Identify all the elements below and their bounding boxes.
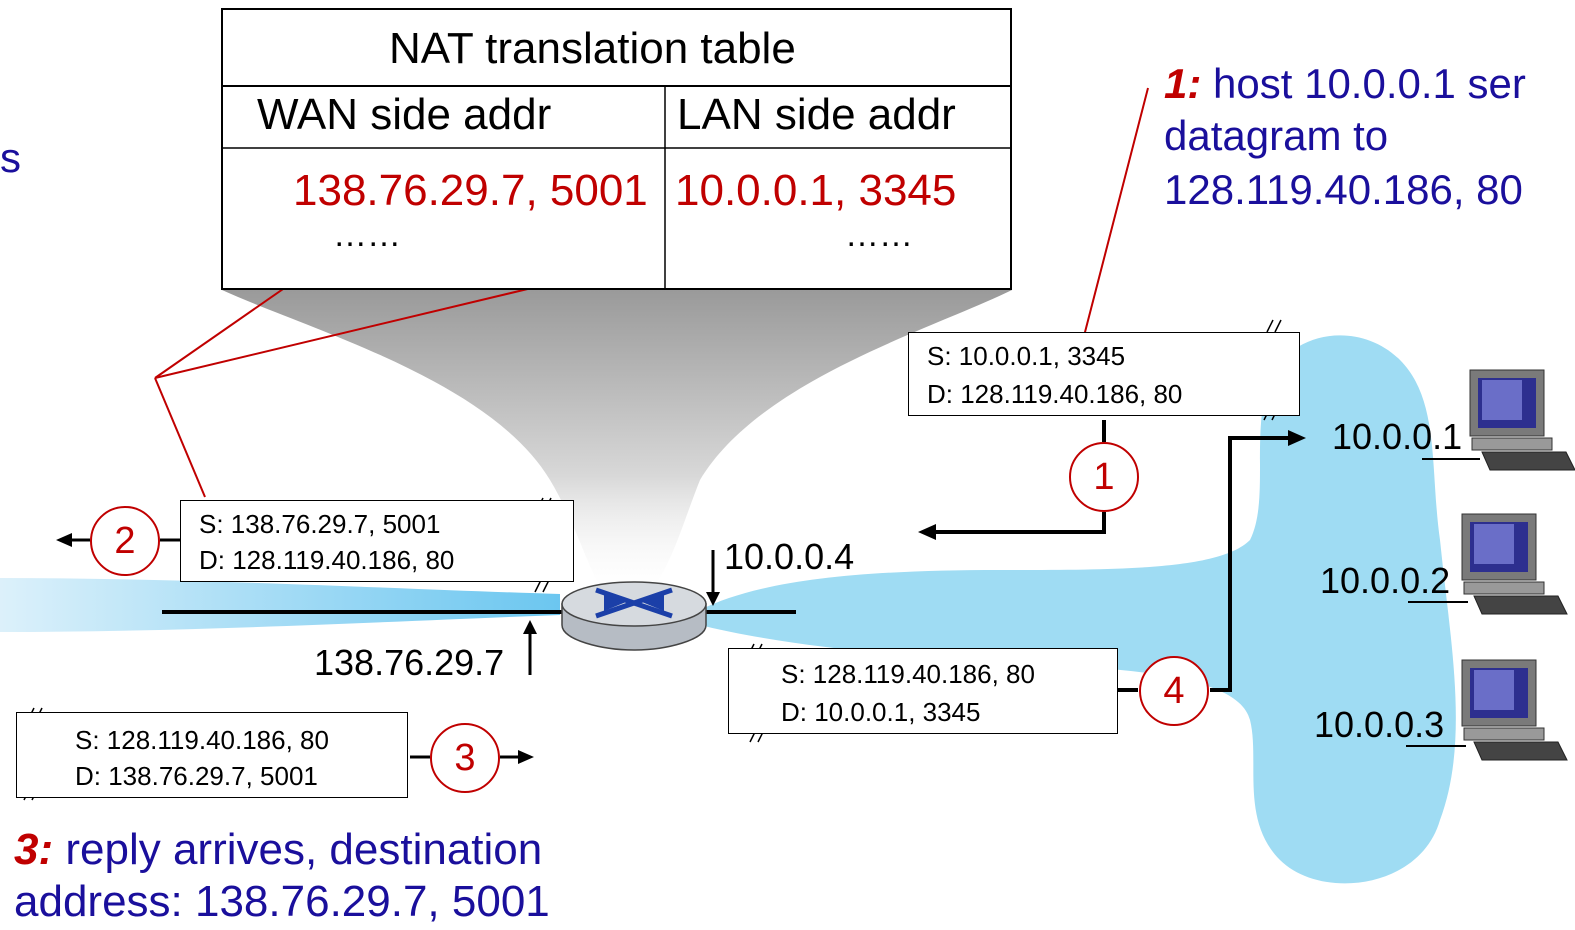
note-step-3-line2: address: 138.76.29.7, 5001 <box>14 877 550 926</box>
host-3-address: 10.0.0.3 <box>1314 704 1445 745</box>
packet-1-destination: D: 128.119.40.186, 80 <box>927 379 1183 409</box>
desktop-computer-icon <box>1469 369 1575 471</box>
wan-link-cloud <box>0 578 560 632</box>
packet-3-source: S: 128.119.40.186, 80 <box>75 725 329 755</box>
note-step-3-number: 3: <box>14 825 54 874</box>
note-step-1-line2: datagram to <box>1164 112 1389 159</box>
packet-3: S: 128.119.40.186, 80 D: 138.76.29.7, 50… <box>16 712 408 798</box>
zoom-funnel <box>222 290 1012 600</box>
packet-2: S: 138.76.29.7, 5001 D: 128.119.40.186, … <box>180 500 574 582</box>
packet-2-destination: D: 128.119.40.186, 80 <box>199 545 455 575</box>
router-icon <box>561 581 707 651</box>
note-step-1-number: 1: <box>1164 60 1202 107</box>
packet-2-source: S: 138.76.29.7, 5001 <box>199 509 441 539</box>
header-lan-side: LAN side addr <box>677 90 956 139</box>
packet-3-destination: D: 138.76.29.7, 5001 <box>75 761 318 791</box>
step-3-marker: 3 <box>430 723 500 793</box>
step-4-marker: 4 <box>1139 656 1209 726</box>
lan-cloud <box>700 335 1456 884</box>
note-step-1-line3: 128.119.40.186, 80 <box>1164 166 1523 213</box>
packet-4-source: S: 128.119.40.186, 80 <box>781 659 1035 689</box>
note-step-1: 1: host 10.0.0.1 ser <box>1164 58 1526 110</box>
packet-1-source: S: 10.0.0.1, 3345 <box>927 341 1126 371</box>
header-wan-side: WAN side addr <box>257 90 552 139</box>
desktop-computer-icon <box>1461 513 1568 615</box>
step-2-marker: 2 <box>90 506 160 576</box>
wan-entry: 138.76.29.7, 5001 <box>293 166 648 215</box>
router-wan-address: 138.76.29.7 <box>314 642 505 683</box>
note-step-3-line1: reply arrives, destination <box>65 825 543 874</box>
lan-ellipsis: …… <box>845 216 913 254</box>
desktop-computer-icon <box>1461 659 1568 761</box>
host-1-address: 10.0.0.1 <box>1332 416 1463 457</box>
step-1-marker: 1 <box>1069 442 1139 512</box>
note-step-1-line1: host 10.0.0.1 ser <box>1213 60 1526 107</box>
lan-entry: 10.0.0.1, 3345 <box>675 166 957 215</box>
note-step-3: 3: reply arrives, destination <box>14 824 542 876</box>
host-2-address: 10.0.0.2 <box>1320 560 1451 601</box>
nat-table-title: NAT translation table <box>389 24 796 73</box>
packet-4-destination: D: 10.0.0.1, 3345 <box>781 697 981 727</box>
router-lan-address: 10.0.0.4 <box>724 536 855 577</box>
wan-ellipsis: …… <box>333 216 401 254</box>
clipped-note-fragment: s <box>0 134 21 181</box>
packet-1: S: 10.0.0.1, 3345 D: 128.119.40.186, 80 <box>908 332 1300 416</box>
packet-4: S: 128.119.40.186, 80 D: 10.0.0.1, 3345 <box>728 648 1118 734</box>
nat-translation-table: NAT translation table WAN side addr LAN … <box>221 8 1012 290</box>
